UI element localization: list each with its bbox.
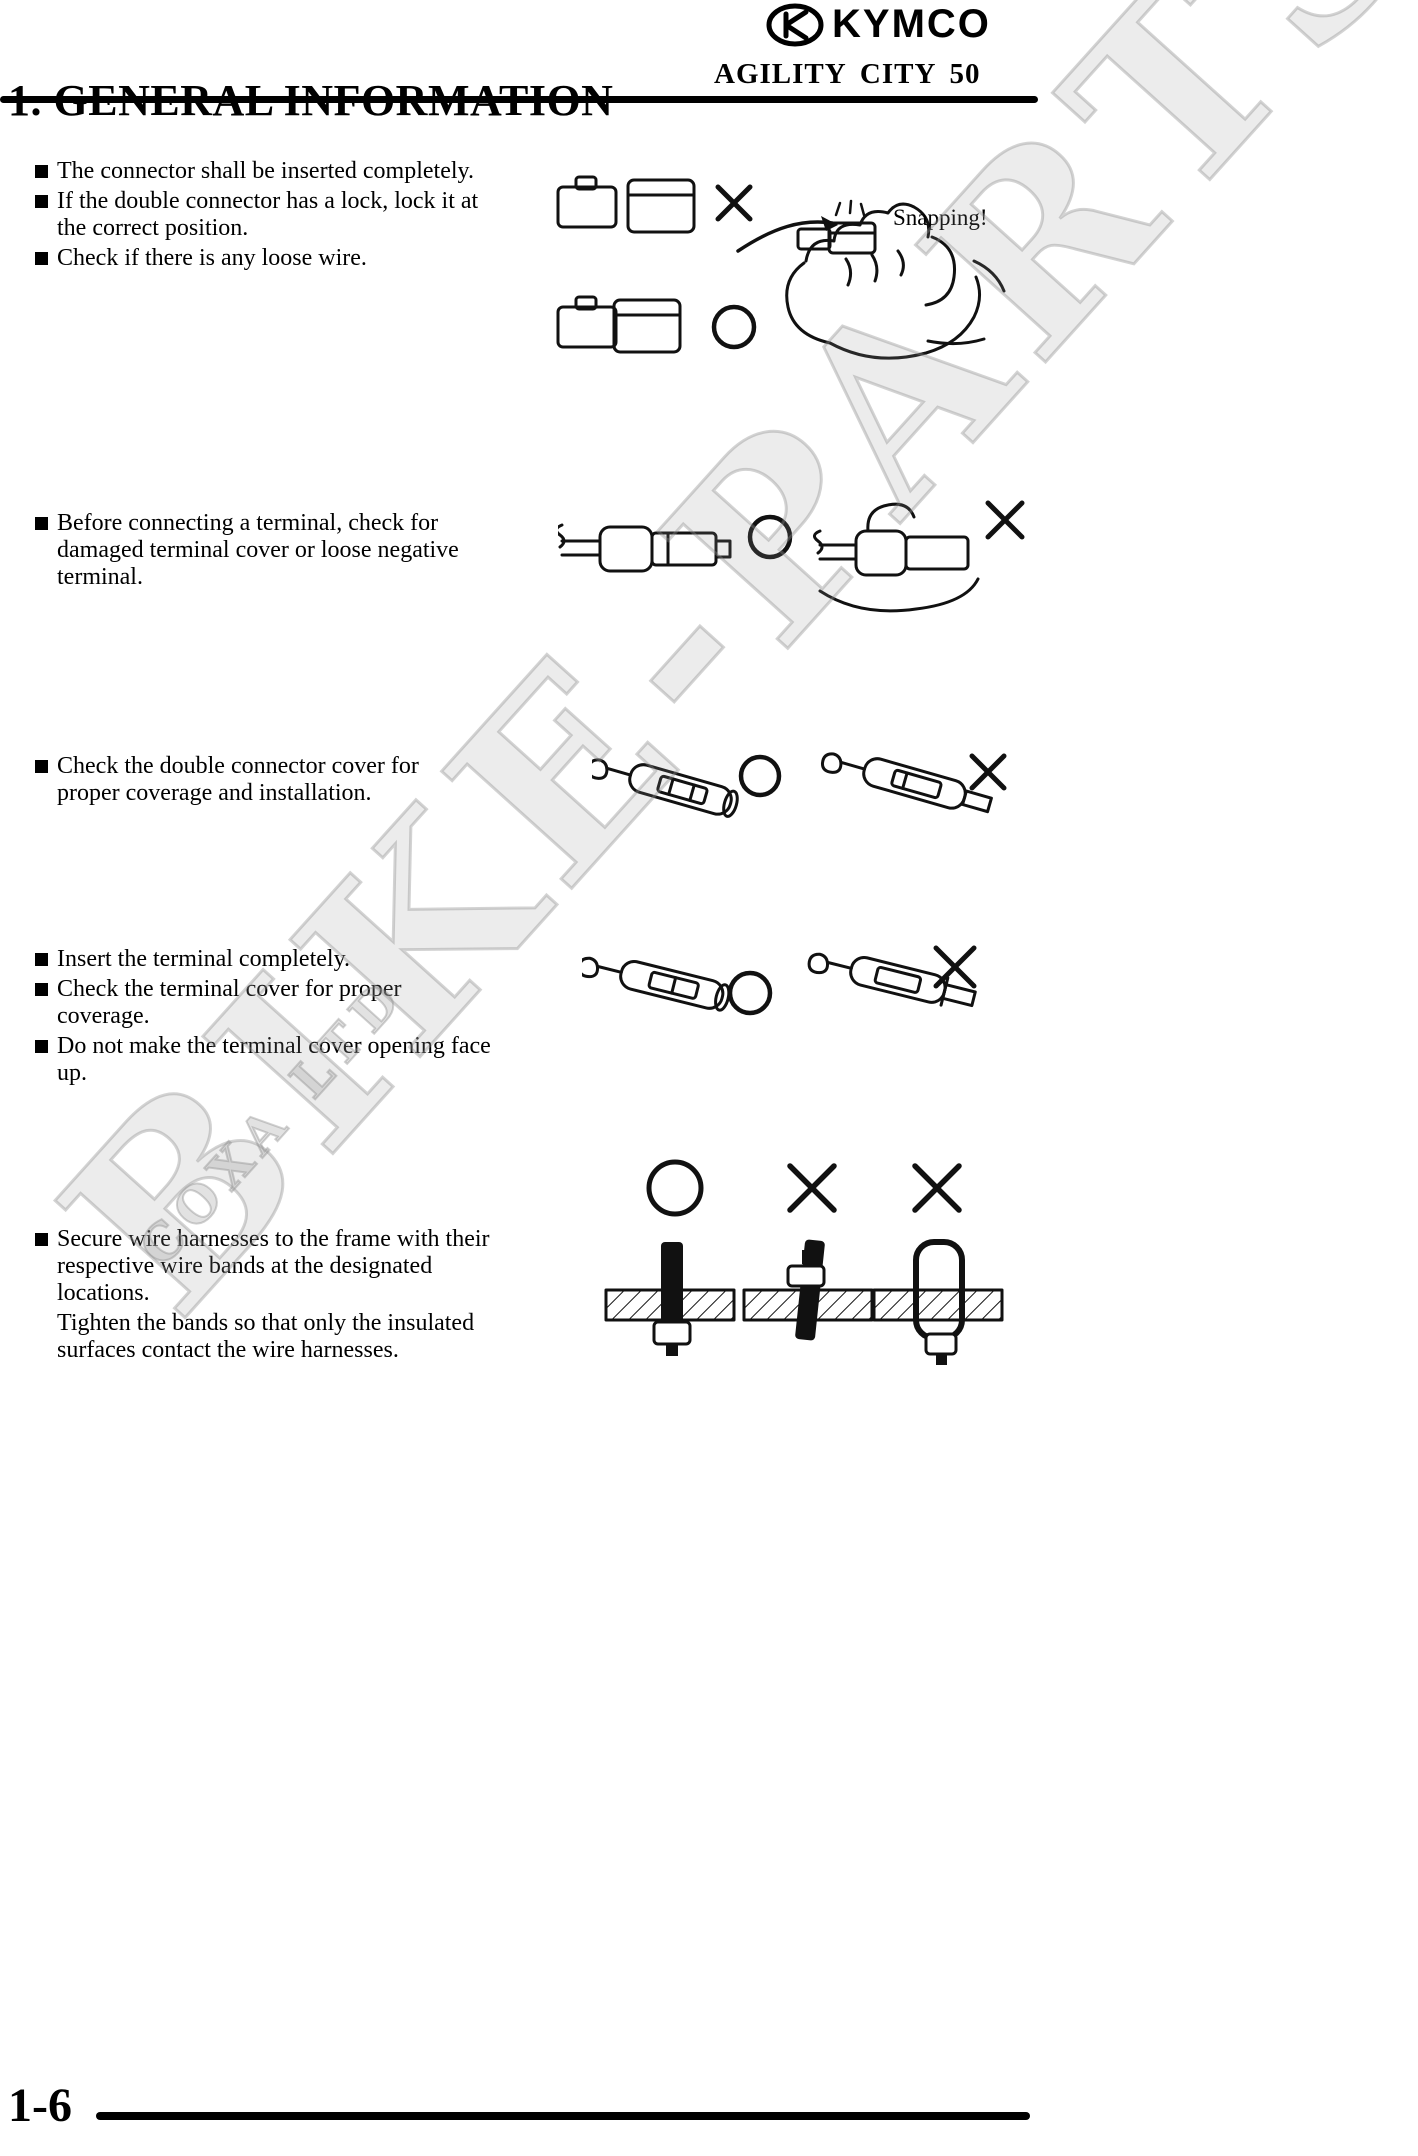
bullet-item: The connector shall be inserted complete… xyxy=(35,158,487,185)
connector-partially-inserted xyxy=(556,175,696,234)
bullet-text: Do not make the terminal cover opening f… xyxy=(57,1033,491,1086)
bullet-list: Check the double connector cover for pro… xyxy=(35,753,487,807)
ok-circle-icon xyxy=(711,304,757,350)
bullet-list: Insert the terminal completely. Check th… xyxy=(35,946,493,1087)
ok-circle-icon xyxy=(727,970,773,1016)
bullet-list: Before connecting a terminal, check for … xyxy=(35,510,487,591)
section-wire-bands: Secure wire harnesses to the frame with … xyxy=(35,1226,517,1364)
bullet-square-icon xyxy=(35,953,48,966)
section-cover-check: Check the double connector cover for pro… xyxy=(35,753,487,810)
ok-circle-icon xyxy=(747,514,793,560)
bullet-item: Check the double connector cover for pro… xyxy=(35,753,487,807)
kymco-logo: KYMCO xyxy=(766,2,991,47)
wire-band-wrong-loose xyxy=(872,1239,1004,1365)
section-terminal-insertion: Insert the terminal completely. Check th… xyxy=(35,946,493,1090)
bullet-item: Check if there is any loose wire. xyxy=(35,245,487,272)
bullet-text: If the double connector has a lock, lock… xyxy=(57,188,479,241)
wrong-x-icon xyxy=(969,753,1007,791)
bullet-square-icon xyxy=(35,1040,48,1053)
kymco-logo-text: KYMCO xyxy=(832,2,991,46)
kymco-logo-icon xyxy=(766,3,824,46)
bullet-text: Check the double connector cover for pro… xyxy=(57,753,419,806)
connector-fully-inserted xyxy=(556,295,682,354)
cover-bad xyxy=(820,752,993,814)
wire-band-correct xyxy=(604,1242,736,1356)
connector-insertion-illustration xyxy=(556,175,1006,360)
page-number: 1-6 xyxy=(8,2079,72,2132)
ok-circle-icon xyxy=(646,1159,704,1217)
bullet-item: If the double connector has a lock, lock… xyxy=(35,188,487,242)
wrong-x-icon xyxy=(985,500,1025,540)
bullet-square-icon xyxy=(35,1233,48,1246)
snap-arrow-icon xyxy=(736,216,838,253)
section-terminal-check: Before connecting a terminal, check for … xyxy=(35,510,487,594)
bullet-square-icon xyxy=(35,760,48,773)
bullet-item: Secure wire harnesses to the frame with … xyxy=(35,1226,517,1307)
snapping-label: Snapping! xyxy=(893,205,988,230)
wrong-x-icon xyxy=(787,1163,837,1213)
ok-circle-icon xyxy=(738,754,782,798)
bullet-square-icon xyxy=(35,252,48,265)
bullet-item: Do not make the terminal cover opening f… xyxy=(35,1033,493,1087)
wire-band-wrong-buckle xyxy=(742,1239,874,1341)
bullet-item: Insert the terminal completely. xyxy=(35,946,493,973)
bullet-list: Secure wire harnesses to the frame with … xyxy=(35,1226,517,1307)
wrong-x-icon xyxy=(912,1163,962,1213)
bullet-square-icon xyxy=(35,165,48,178)
wire-band-illustration xyxy=(604,1159,1004,1365)
wrong-x-icon xyxy=(715,184,753,222)
connector-cover-illustration xyxy=(592,752,1007,818)
bullet-item: Check the terminal cover for proper cove… xyxy=(35,976,493,1030)
bullet-text: Secure wire harnesses to the frame with … xyxy=(57,1226,490,1306)
header-rule xyxy=(0,96,1038,103)
terminal-inserted-bad xyxy=(807,952,977,1008)
terminal-good xyxy=(558,523,732,573)
footer-rule xyxy=(96,2112,1030,2120)
terminal-check-illustration xyxy=(558,500,1025,613)
bullet-text: The connector shall be inserted complete… xyxy=(57,158,474,184)
bullet-continuation-text: Tighten the bands so that only the insul… xyxy=(57,1310,475,1363)
bullet-list: The connector shall be inserted complete… xyxy=(35,158,487,272)
bullet-square-icon xyxy=(35,195,48,208)
wrong-x-icon xyxy=(933,945,977,989)
bullet-item: Before connecting a terminal, check for … xyxy=(35,510,487,591)
terminal-inserted-good xyxy=(582,956,731,1012)
bullet-text: Check the terminal cover for proper cove… xyxy=(57,976,402,1029)
bullet-text: Insert the terminal completely. xyxy=(57,946,351,972)
cover-good xyxy=(592,758,739,818)
model-name: AGILITY CITY 50 xyxy=(714,58,981,90)
section-connector-insertion: The connector shall be inserted complete… xyxy=(35,158,487,275)
terminal-insertion-illustration xyxy=(582,945,977,1016)
bullet-square-icon xyxy=(35,983,48,996)
bullet-text: Check if there is any loose wire. xyxy=(57,245,367,271)
bullet-text: Before connecting a terminal, check for … xyxy=(57,510,459,590)
bullet-square-icon xyxy=(35,517,48,530)
hand-snapping-illustration xyxy=(785,199,1006,360)
terminal-damaged xyxy=(813,502,980,613)
